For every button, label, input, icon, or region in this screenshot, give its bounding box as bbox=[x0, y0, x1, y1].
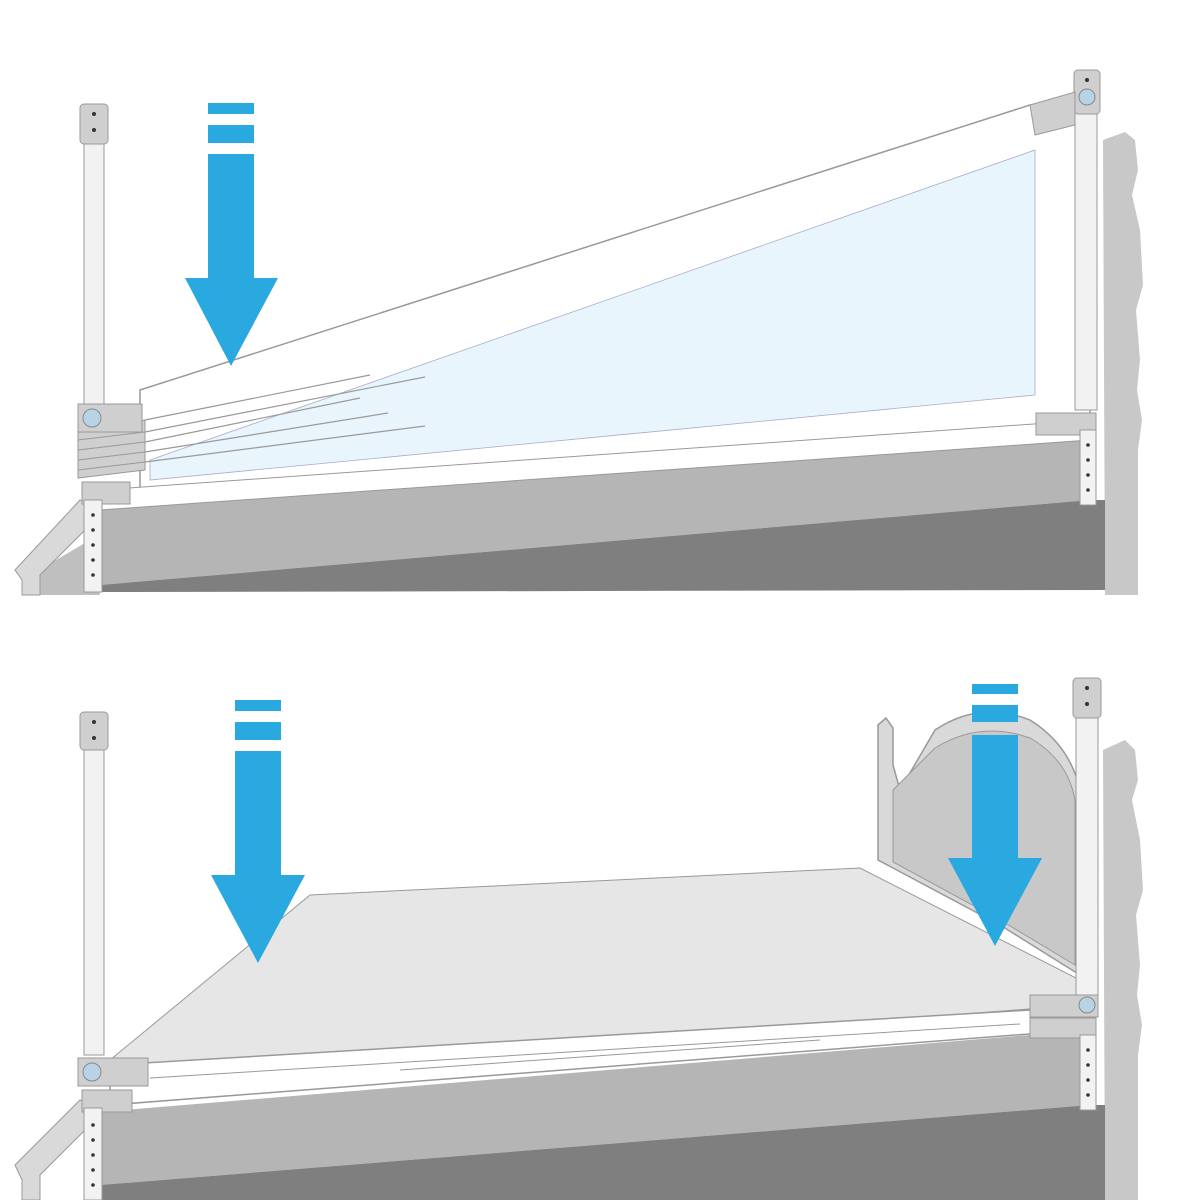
left-post-cap bbox=[79, 103, 109, 145]
pivot-joint-icon bbox=[1029, 994, 1099, 1018]
bed-post-silhouette-right bbox=[1103, 740, 1143, 1200]
floor-strip bbox=[22, 540, 100, 595]
down-arrow-icon bbox=[948, 684, 1042, 946]
down-arrow-icon bbox=[185, 103, 278, 366]
bed-base-top bbox=[100, 440, 1090, 585]
left-hinge-bundle bbox=[77, 419, 146, 479]
down-arrow-icon bbox=[211, 700, 305, 963]
footboard-left bbox=[14, 1099, 96, 1200]
right-post-cap bbox=[1072, 677, 1102, 719]
pivot-joint-icon bbox=[77, 1057, 149, 1087]
rail-mesh-panel bbox=[149, 149, 1036, 481]
bed-base-side bbox=[100, 1105, 1105, 1200]
pivot-joint-icon bbox=[77, 403, 143, 433]
right-post-upper bbox=[1074, 109, 1098, 411]
right-post-upper bbox=[1075, 714, 1099, 1001]
bed-post-silhouette-right bbox=[1103, 132, 1143, 595]
bed-base-top bbox=[100, 1030, 1090, 1185]
right-leg bbox=[1079, 429, 1097, 506]
left-post-upper bbox=[83, 744, 105, 1056]
left-lower-bracket bbox=[81, 481, 131, 505]
panel-rail-lowered bbox=[14, 677, 1143, 1200]
bed-base-side bbox=[100, 500, 1105, 592]
rail-lowered-lines bbox=[149, 1023, 1021, 1079]
right-leg bbox=[1079, 1034, 1097, 1111]
left-post-cap bbox=[79, 711, 109, 751]
pivot-joint-icon bbox=[1078, 88, 1096, 106]
left-post-upper bbox=[83, 139, 105, 411]
panel-rail-raised bbox=[14, 69, 1143, 596]
left-leg-holes bbox=[91, 513, 95, 577]
rail-fold-lines bbox=[144, 374, 426, 463]
